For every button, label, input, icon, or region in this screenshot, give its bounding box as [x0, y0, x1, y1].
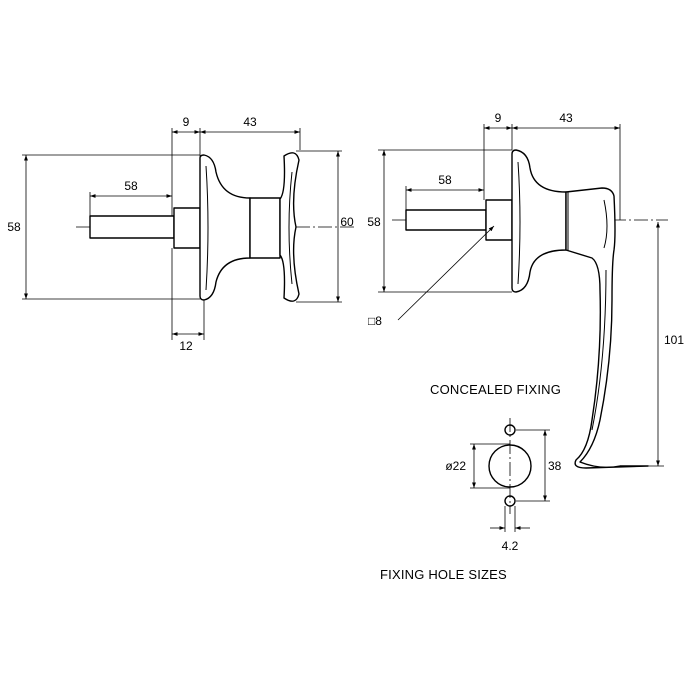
fixing-dim-38: 38 — [548, 459, 562, 473]
tbar-dim-spindle-58: 58 — [124, 179, 138, 193]
tbar-collar — [173, 207, 201, 249]
lever-spindle — [405, 209, 487, 231]
fixing-dim-4-2: 4.2 — [502, 539, 519, 553]
tbar-dim-height-58: 58 — [7, 220, 21, 234]
fixing-holes-view: ø22 38 4.2 FIXING HOLE SIZES — [380, 418, 562, 582]
tbar-neck — [249, 197, 281, 259]
lever-dim-9: 9 — [495, 111, 502, 125]
lever-square-boss — [485, 199, 513, 241]
lever-arm — [565, 187, 649, 469]
fixing-dim-diameter-22: ø22 — [445, 459, 466, 473]
lever-dim-43: 43 — [559, 111, 573, 125]
tbar-dim-height-60: 60 — [340, 215, 354, 229]
fixing-hole-sizes-caption: FIXING HOLE SIZES — [380, 567, 507, 582]
concealed-fixing-caption: CONCEALED FIXING — [430, 382, 561, 397]
tbar-dim-43: 43 — [243, 115, 257, 129]
lever-dim-spindle-58: 58 — [438, 173, 452, 187]
tbar-dim-12: 12 — [179, 339, 193, 353]
tbar-spindle — [89, 215, 175, 239]
tbar-dim-9: 9 — [183, 115, 190, 129]
lever-dim-101: 101 — [664, 333, 684, 347]
tbar-handle-view: 9 43 58 58 60 12 — [7, 115, 355, 353]
lever-dim-height-58: 58 — [367, 215, 381, 229]
lever-handle-view: 9 43 58 58 □8 101 CONCEALED FIXING — [367, 111, 684, 469]
lever-dim-square-8: □8 — [368, 314, 382, 328]
